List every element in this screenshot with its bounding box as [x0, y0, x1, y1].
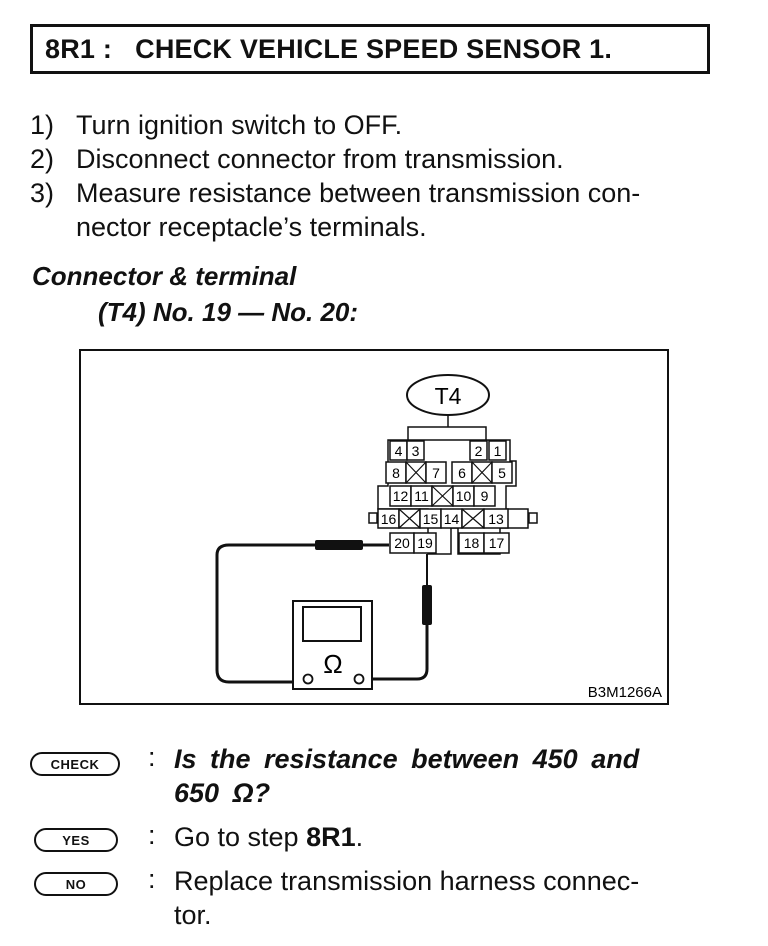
yes-action-end: .: [355, 822, 364, 852]
terminal-label: 18: [464, 535, 480, 551]
connector-terminal-label: Connector & terminal (T4) No. 19 — No. 2…: [32, 258, 358, 330]
terminal-label: 17: [489, 535, 505, 551]
ohm-symbol: Ω: [323, 649, 342, 679]
terminal-label: 1: [494, 443, 502, 459]
probe-tip-left: [315, 540, 363, 550]
yes-action-text: Go to step: [174, 822, 307, 852]
yes-badge: YES: [34, 828, 118, 852]
terminal-label: 15: [423, 511, 439, 527]
terminal-label: 12: [393, 488, 409, 504]
procedure-steps: 1) Turn ignition switch to OFF. 2) Disco…: [30, 108, 730, 244]
step-number: 3): [30, 178, 55, 208]
terminal-label: 13: [488, 511, 504, 527]
step-title-box: 8R1 : CHECK VEHICLE SPEED SENSOR 1.: [30, 24, 710, 74]
terminal-label: 19: [417, 535, 433, 551]
no-action-line: tor.: [174, 900, 212, 930]
terminal-label: 14: [444, 511, 460, 527]
check-question-line: Is the resistance between 450 and: [174, 744, 640, 774]
step-text: Measure resistance between transmission …: [76, 178, 641, 242]
connector-id: T4: [435, 383, 462, 409]
no-action-line: Replace transmission harness connec-: [174, 866, 640, 896]
probe-lead-left: [215, 543, 389, 684]
terminal-label: 4: [395, 443, 403, 459]
terminal-label: 20: [394, 535, 410, 551]
terminal-label: 2: [475, 443, 483, 459]
no-badge: NO: [34, 872, 118, 896]
terminal-label: 7: [432, 465, 440, 481]
step-text: Turn ignition switch to OFF.: [76, 110, 403, 140]
terminal-label: 10: [456, 488, 472, 504]
procedure-step: 3) Measure resistance between transmissi…: [30, 176, 730, 244]
check-badge: CHECK: [30, 752, 120, 776]
terminal-label: 11: [414, 488, 429, 504]
step-text: Disconnect connector from transmission.: [76, 144, 564, 174]
procedure-step: 2) Disconnect connector from transmissio…: [30, 142, 730, 176]
ohmmeter: Ω: [292, 600, 373, 690]
figure-code: B3M1266A: [588, 684, 662, 701]
yes-action: Go to step 8R1.: [174, 820, 718, 854]
connector-label-heading: Connector & terminal: [32, 261, 297, 291]
procedure-step: 1) Turn ignition switch to OFF.: [30, 108, 730, 142]
terminal-label: 9: [481, 488, 489, 504]
check-colon: :: [148, 742, 156, 772]
check-question-line: 650 Ω?: [174, 778, 271, 808]
yes-step-ref: 8R1: [306, 822, 356, 852]
probe-lead-right: [368, 625, 429, 681]
check-question: Is the resistance between 450 and 650 Ω?: [174, 742, 718, 810]
step-number: 2): [30, 144, 55, 174]
terminal-label: 16: [381, 511, 397, 527]
step-title: 8R1 : CHECK VEHICLE SPEED SENSOR 1.: [45, 34, 613, 64]
connector-diagram: T4 4 3 2 1 8 7 6 5 12 11 10 9 16 15 14 1…: [79, 349, 669, 705]
terminal-label: 5: [498, 465, 506, 481]
terminal-label: 8: [392, 465, 400, 481]
probe-tip-right: [422, 585, 432, 625]
no-action: Replace transmission harness connec- tor…: [174, 864, 718, 932]
yes-colon: :: [148, 820, 156, 850]
terminal-label: 6: [458, 465, 466, 481]
step-number: 1): [30, 110, 55, 140]
connector-label-terminals: (T4) No. 19 — No. 20:: [98, 297, 359, 327]
terminal-label: 3: [412, 443, 420, 459]
no-colon: :: [148, 864, 156, 894]
